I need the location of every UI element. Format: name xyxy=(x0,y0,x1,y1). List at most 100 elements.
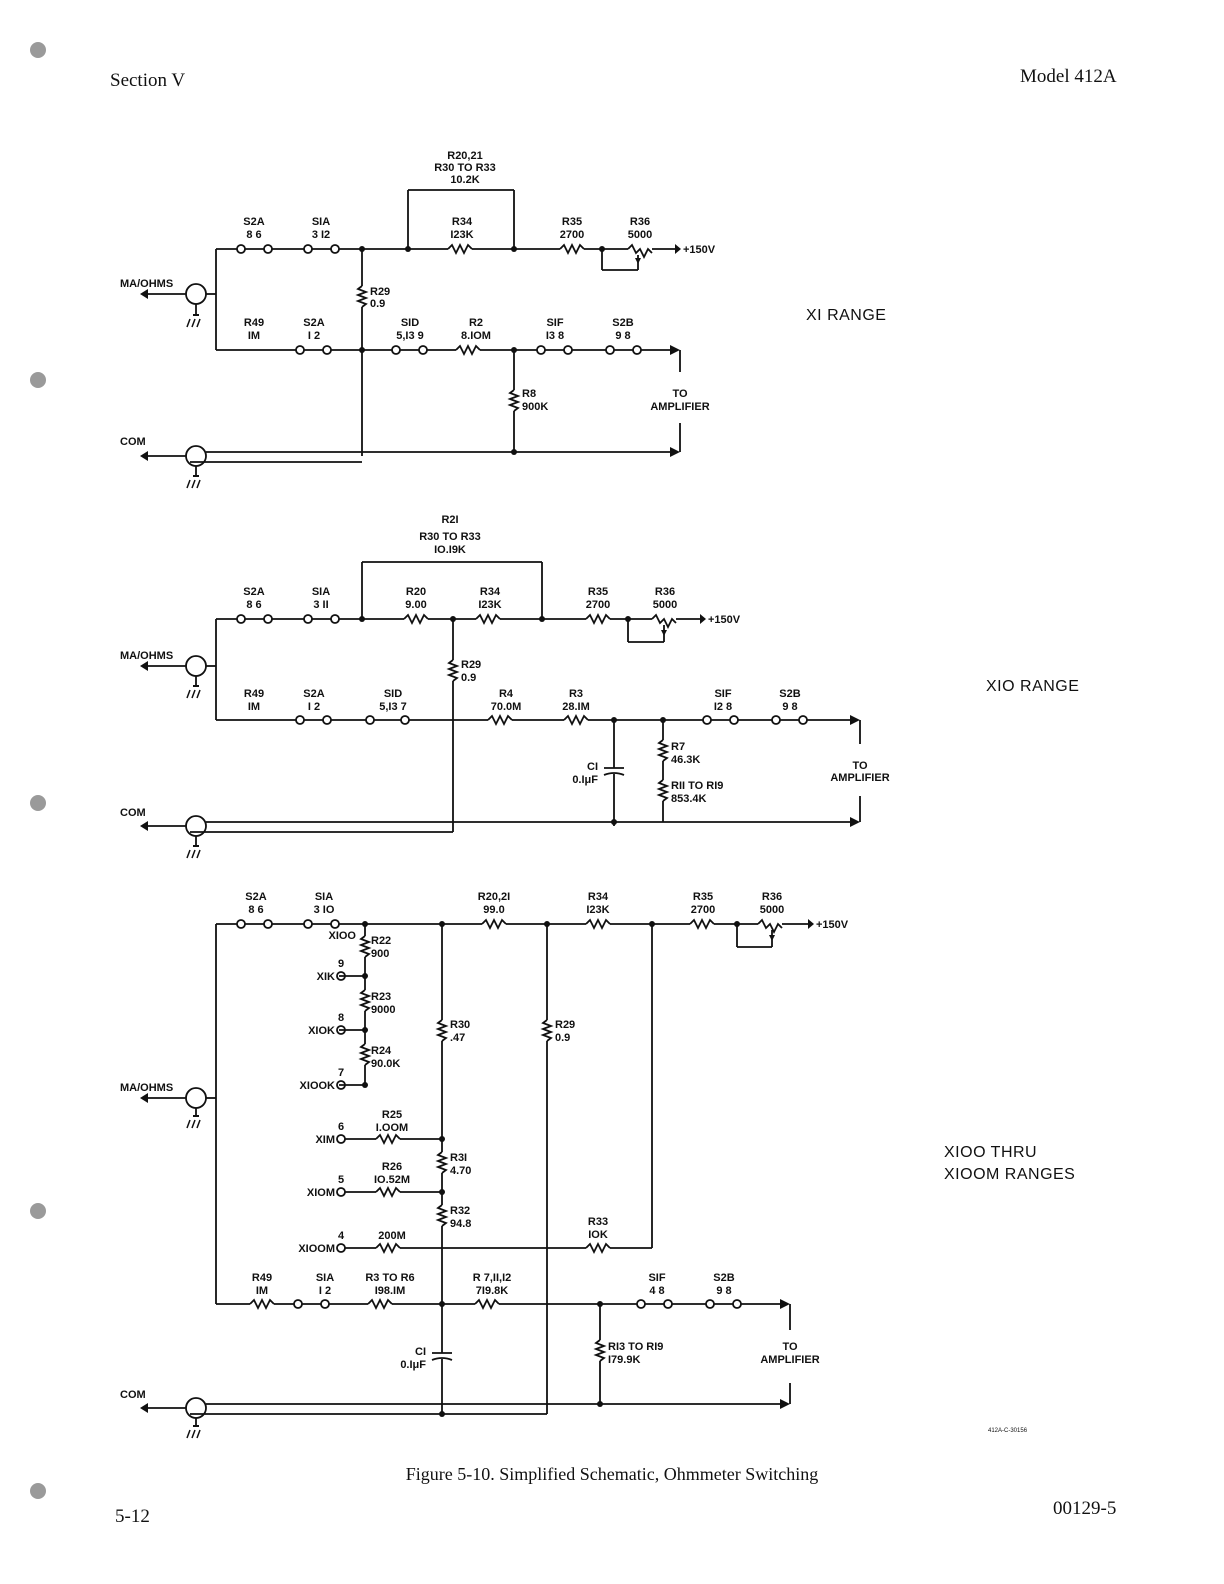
x10-r4-label: R4 xyxy=(499,688,514,700)
x100-range-title-line1: XIOO THRU xyxy=(944,1144,1037,1161)
x1-s1d-pins: 5,I3 9 xyxy=(396,330,424,342)
x1-r49-label: R49 xyxy=(244,317,264,329)
x10-r49-value: IM xyxy=(248,701,260,713)
x10-r36-label: R36 xyxy=(655,586,675,598)
x100-r29-label: R29 xyxy=(555,1019,575,1031)
x1-r2-label: R2 xyxy=(469,317,483,329)
x10-s2b-pins: 9 8 xyxy=(782,701,797,713)
x10-r35-label: R35 xyxy=(588,586,608,598)
x100-r36-value: 5000 xyxy=(760,904,784,916)
x100-r33-label: R33 xyxy=(588,1216,608,1228)
x10-r3-value: 28.IM xyxy=(562,701,590,713)
x100-r7-value: 7I9.8K xyxy=(476,1285,508,1297)
section-label: Section V xyxy=(110,70,186,91)
x10-r34-label: R34 xyxy=(480,586,501,598)
x10-r29-label: R29 xyxy=(461,659,481,671)
x1-r8-value: 900K xyxy=(522,401,548,413)
x10-s1a-pins: 3 II xyxy=(313,599,328,611)
x10-r3-label: R3 xyxy=(569,688,583,700)
x10-to-label: TO xyxy=(852,760,868,772)
x10-r20-label: R20 xyxy=(406,586,426,598)
x10-s2a-label: S2A xyxy=(243,586,264,598)
x10-parallel-ref: R2I xyxy=(441,514,458,526)
x1-r29-value: 0.9 xyxy=(370,298,385,310)
x10-parallel-sub: R30 TO R33 xyxy=(419,531,481,543)
x1-s2a-label: S2A xyxy=(243,216,264,228)
x100-r-200m-value: 200M xyxy=(378,1230,406,1242)
x100-r3-label: R3 TO R6 xyxy=(365,1272,414,1284)
x10-s2b-label: S2B xyxy=(779,688,800,700)
x100-r24-label: R24 xyxy=(371,1045,392,1057)
x100-s1a2-pins: I 2 xyxy=(319,1285,331,1297)
x1-com-terminal: COM xyxy=(120,436,146,448)
x100-r2021-label: R20,2I xyxy=(478,891,510,903)
x100-to-label: TO xyxy=(782,1341,798,1353)
x100-s1a-pins: 3 IO xyxy=(314,904,335,916)
x100-r32-label: R32 xyxy=(450,1205,470,1217)
x100-tap-x100: XIOO xyxy=(328,930,356,942)
x100-r34-value: I23K xyxy=(586,904,609,916)
x10-range-circuit xyxy=(148,561,861,846)
x10-s2a-pins: 8 6 xyxy=(246,599,261,611)
x100-r49-value: IM xyxy=(256,1285,268,1297)
x100-r25-label: R25 xyxy=(382,1109,402,1121)
x10-s1d-pins: 5,I3 7 xyxy=(379,701,407,713)
x1-s2a2-label: S2A xyxy=(303,317,324,329)
x10-r36-value: 5000 xyxy=(653,599,677,611)
x100-r2021-value: 99.0 xyxy=(483,904,504,916)
x10-com-terminal: COM xyxy=(120,807,146,819)
x10-s1f-label: SIF xyxy=(714,688,731,700)
x10-r7-label: R7 xyxy=(671,741,685,753)
document-code: 00129-5 xyxy=(1053,1498,1117,1519)
x100-r29-value: 0.9 xyxy=(555,1032,570,1044)
x100-r26-value: IO.52M xyxy=(374,1174,410,1186)
x1-s2a-pins: 8 6 xyxy=(246,229,261,241)
x10-parallel-value: IO.I9K xyxy=(434,544,466,556)
x100-amplifier-label: AMPLIFIER xyxy=(760,1354,819,1366)
x10-r11-value: 853.4K xyxy=(671,793,707,805)
x100-tap-x10k: XIOK xyxy=(308,1025,335,1037)
x100-pin-9: 9 xyxy=(338,958,344,970)
x1-amplifier-label: AMPLIFIER xyxy=(650,401,709,413)
x100-tap-x100m: XIOOM xyxy=(298,1243,335,1255)
x100-tap-x1k: XIK xyxy=(317,971,335,983)
x100-pin-4: 4 xyxy=(338,1230,345,1242)
x1-r8-label: R8 xyxy=(522,388,536,400)
x100-r22-value: 900 xyxy=(371,948,389,960)
x100-r33-value: IOK xyxy=(588,1229,608,1241)
x1-range-title: XI RANGE xyxy=(806,307,886,324)
x1-plus150v: +150V xyxy=(683,244,716,256)
x100-r34-label: R34 xyxy=(588,891,609,903)
x100-pin-7: 7 xyxy=(338,1067,344,1079)
x1-r36-value: 5000 xyxy=(628,229,652,241)
binder-hole xyxy=(30,1483,46,1499)
x1-s1d-label: SID xyxy=(401,317,419,329)
x100-s2b-pins: 9 8 xyxy=(716,1285,731,1297)
binder-hole xyxy=(30,1203,46,1219)
x100-r32-value: 94.8 xyxy=(450,1218,471,1230)
x100-r25-value: I.OOM xyxy=(376,1122,408,1134)
figure-caption: Figure 5-10. Simplified Schematic, Ohmme… xyxy=(405,1464,819,1484)
binder-hole xyxy=(30,795,46,811)
x10-r34-value: I23K xyxy=(478,599,501,611)
x100-com-terminal: COM xyxy=(120,1389,146,1401)
x100-range-circuit xyxy=(148,917,808,1426)
binder-hole xyxy=(30,372,46,388)
x100-r24-value: 90.0K xyxy=(371,1058,400,1070)
x100-c1-value: 0.IμF xyxy=(400,1359,426,1371)
x1-r34-value: I23K xyxy=(450,229,473,241)
x100-r7-label: R 7,II,I2 xyxy=(473,1272,512,1284)
x10-r11-label: RII TO RI9 xyxy=(671,780,723,792)
x100-ma-ohms-terminal: MA/OHMS xyxy=(120,1082,173,1094)
x100-s1f-pins: 4 8 xyxy=(649,1285,664,1297)
x10-r20-value: 9.00 xyxy=(405,599,426,611)
x100-r13-value: I79.9K xyxy=(608,1354,640,1366)
x10-s2a2-label: S2A xyxy=(303,688,324,700)
x100-r13-label: RI3 TO RI9 xyxy=(608,1341,663,1353)
x100-r49-label: R49 xyxy=(252,1272,272,1284)
x10-plus150v: +150V xyxy=(708,614,741,626)
binder-hole xyxy=(30,42,46,58)
x1-s1a-label: SIA xyxy=(312,216,330,228)
x10-range-title: XIO RANGE xyxy=(986,678,1079,695)
